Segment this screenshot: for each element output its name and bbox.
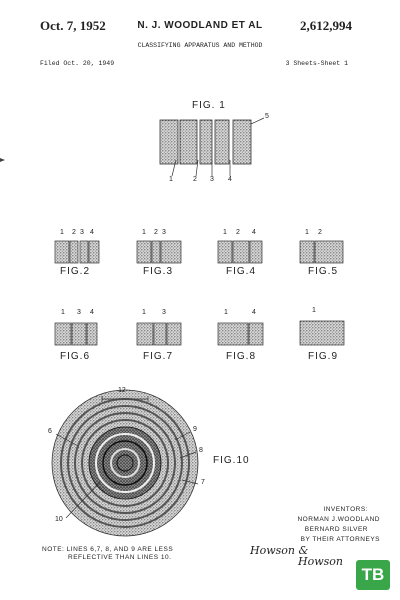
fig2-label: FIG.2 bbox=[60, 266, 91, 277]
fig10-label: FIG.10 bbox=[213, 455, 250, 466]
fig1-bar-1 bbox=[159, 119, 179, 165]
fig10-callout-8: 8 bbox=[199, 447, 203, 454]
fig1-callout-2: 2 bbox=[193, 176, 197, 183]
fig3-num-1: 1 bbox=[142, 229, 146, 236]
fig5-label: FIG.5 bbox=[308, 266, 339, 277]
sheet-info: 3 Sheets-Sheet 1 bbox=[285, 60, 348, 67]
fig1-drawing bbox=[159, 117, 265, 177]
fig3-label: FIG.3 bbox=[143, 266, 174, 277]
fig7-num-3: 3 bbox=[162, 309, 166, 316]
signature-1: Howson & bbox=[250, 544, 309, 557]
fig10-callout-10: 10 bbox=[55, 516, 63, 523]
fig10-callout-6: 6 bbox=[48, 428, 52, 435]
fig2-num-3: 3 bbox=[80, 229, 84, 236]
signature-2: Howson bbox=[298, 555, 343, 568]
fig8-num-1: 1 bbox=[224, 309, 228, 316]
fig8-label: FIG.8 bbox=[226, 351, 257, 362]
fig1-callout-1: 1 bbox=[169, 176, 173, 183]
inventor-name-1: NORMAN J.WOODLAND bbox=[297, 516, 380, 523]
fig6-drawing bbox=[54, 322, 98, 346]
fig6-label: FIG.6 bbox=[60, 351, 91, 362]
fig1-label: FIG. 1 bbox=[192, 100, 226, 111]
fig1-bar-3 bbox=[199, 119, 213, 165]
patent-title: CLASSIFYING APPARATUS AND METHOD bbox=[137, 42, 263, 49]
fig1-bar-4 bbox=[214, 119, 230, 165]
fig1-callout-3: 3 bbox=[210, 176, 214, 183]
inventor-header: N. J. WOODLAND ET AL bbox=[137, 20, 263, 31]
attorneys-line: BY THEIR ATTORNEYS bbox=[300, 536, 380, 543]
fig7-drawing bbox=[136, 322, 182, 346]
watermark-badge: TB bbox=[356, 560, 390, 590]
note-line-1: NOTE: LINES 6,7, 8, AND 9 ARE LESS bbox=[42, 546, 174, 553]
fig6-num-1: 1 bbox=[61, 309, 65, 316]
fig9-num-1: 1 bbox=[312, 307, 316, 314]
fig2-drawing bbox=[54, 240, 100, 264]
fig4-num-1: 1 bbox=[223, 229, 227, 236]
fig2-num-1: 1 bbox=[60, 229, 64, 236]
fig4-label: FIG.4 bbox=[226, 266, 257, 277]
note-line-2: REFLECTIVE THAN LINES 10. bbox=[68, 554, 172, 561]
fig10-callout-7: 7 bbox=[201, 479, 205, 486]
fig4-drawing bbox=[217, 240, 263, 264]
drawing-note: NOTE: LINES 6,7, 8, AND 9 ARE LESS REFLE… bbox=[42, 546, 173, 562]
fig1-callout-4: 4 bbox=[228, 176, 232, 183]
fig1-callout-5: 5 bbox=[265, 113, 269, 120]
patent-number: 2,612,994 bbox=[300, 18, 352, 33]
fig3-num-2: 2 bbox=[154, 229, 158, 236]
fig10-callout-9: 9 bbox=[193, 426, 197, 433]
fig3-num-3: 3 bbox=[162, 229, 166, 236]
fig5-num-1: 1 bbox=[305, 229, 309, 236]
fig4-num-2: 2 bbox=[236, 229, 240, 236]
fig2-num-4: 4 bbox=[90, 229, 94, 236]
fig7-label: FIG.7 bbox=[143, 351, 174, 362]
inventor-name-2: BERNARD SILVER bbox=[304, 526, 368, 533]
fig9-label: FIG.9 bbox=[308, 351, 339, 362]
fig9-drawing bbox=[299, 320, 345, 346]
fig3-drawing bbox=[136, 240, 182, 264]
fig4-num-4: 4 bbox=[252, 229, 256, 236]
margin-mark bbox=[0, 158, 5, 162]
fig6-num-3: 3 bbox=[77, 309, 81, 316]
patent-date: Oct. 7, 1952 bbox=[40, 18, 106, 33]
fig10-callout-12: 12 bbox=[118, 387, 126, 394]
fig5-num-2: 2 bbox=[318, 229, 322, 236]
fig7-num-1: 1 bbox=[142, 309, 146, 316]
fig1-bar-2 bbox=[179, 119, 198, 165]
fig8-num-4: 4 bbox=[252, 309, 256, 316]
fig8-drawing bbox=[217, 322, 264, 346]
fig1-bar-5 bbox=[232, 119, 252, 165]
filed-date: Filed Oct. 20, 1949 bbox=[40, 60, 115, 67]
fig10-drawing bbox=[51, 389, 199, 537]
fig6-num-4: 4 bbox=[90, 309, 94, 316]
fig5-drawing bbox=[299, 240, 344, 264]
inventors-block: INVENTORS: NORMAN J.WOODLAND BERNARD SIL… bbox=[260, 505, 380, 545]
inventors-heading: INVENTORS: bbox=[323, 506, 368, 513]
fig2-num-2: 2 bbox=[72, 229, 76, 236]
